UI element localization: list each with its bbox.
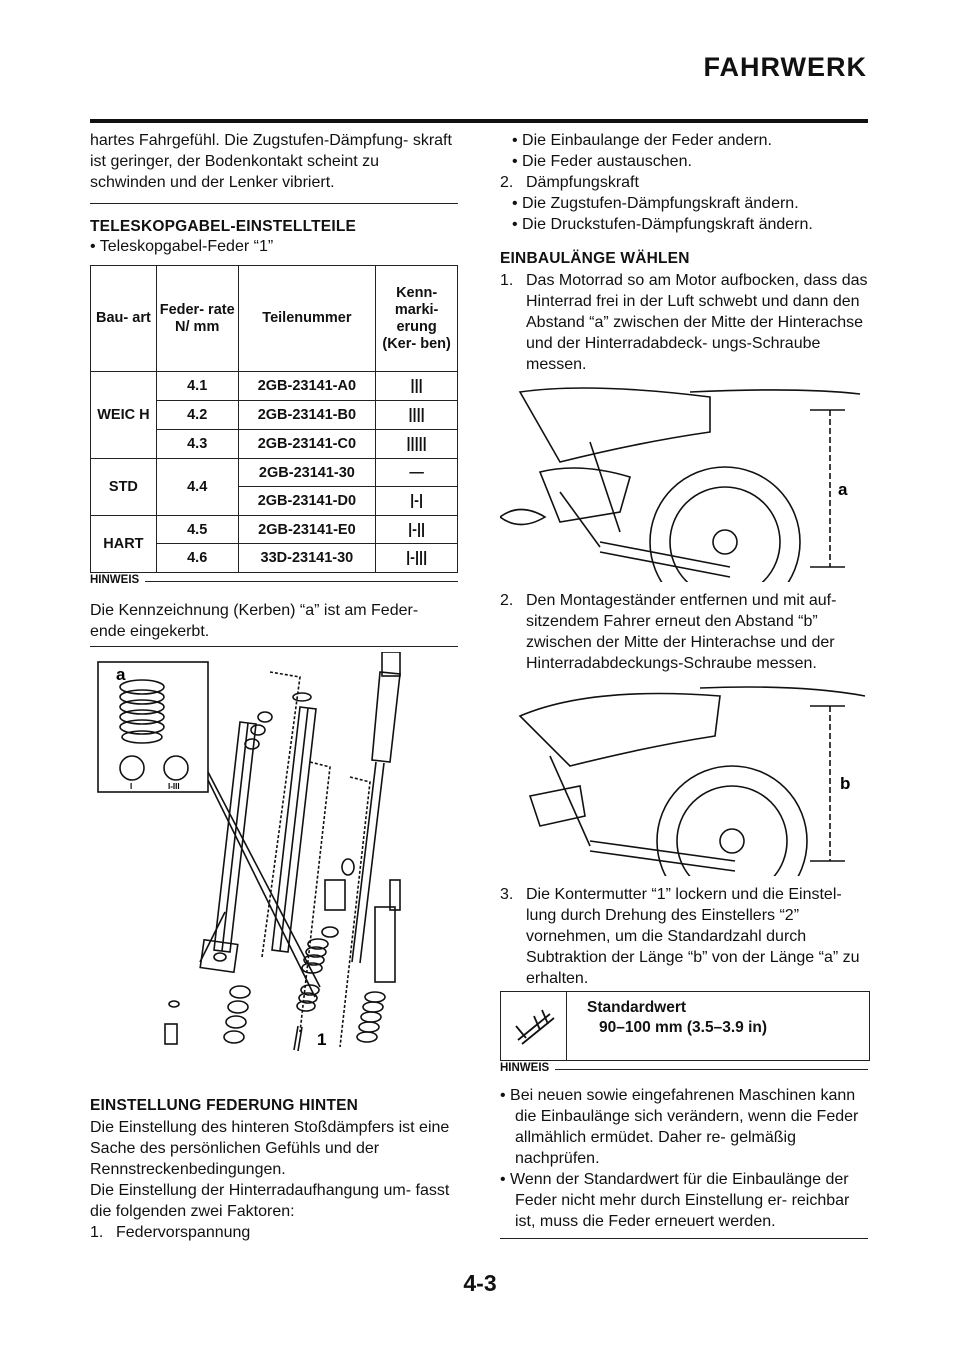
table-cell: 2GB-23141-A0	[237, 371, 377, 401]
list-item: • Wenn der Standardwert für die Einbaulä…	[500, 1171, 850, 1230]
header-rule	[90, 119, 868, 123]
figure-label-1: 1	[317, 1030, 326, 1049]
divider	[90, 646, 458, 647]
figure-label-a: a	[116, 665, 126, 684]
table-row: 4.2 2GB-23141-B0 ||||	[91, 400, 458, 430]
table-cell: STD	[90, 458, 157, 516]
table-cell: —	[375, 458, 458, 487]
table-cell: 4.4	[155, 458, 239, 516]
table-cell: 2GB-23141-D0	[237, 486, 377, 516]
list-item: 1. Federvorspannung	[90, 1224, 251, 1241]
table-cell: |-||	[375, 515, 458, 544]
table-cell: 4.2	[155, 400, 239, 430]
list-item: • Die Feder austauschen.	[512, 153, 692, 170]
table-cell: 4.1	[155, 371, 239, 401]
rear-paragraph-1: Die Einstellung des hinteren Stoßdämpfer…	[90, 1119, 450, 1178]
hinweis-text: Die Kennzeichnung (Kerben) “a” ist am Fe…	[90, 602, 419, 640]
table-row: 2GB-23141-D0 |-|	[91, 486, 458, 516]
page-number: 4-3	[463, 1270, 497, 1296]
measurement-figure-a: a	[500, 387, 861, 582]
list-item: 1. Das Motorrad so am Motor aufbocken, d…	[500, 272, 868, 373]
table-cell: |-|||	[375, 543, 458, 573]
section-heading-fork: TELESKOPGABEL-EINSTELLTEILE	[90, 218, 357, 235]
table-cell: WEIC H	[90, 371, 157, 459]
table-header: Feder- rate N/ mm	[155, 265, 239, 372]
standard-value-box: Standardwert 90–100 mm (3.5–3.9 in)	[500, 991, 870, 1061]
table-row: 4.6 33D-23141-30 |-|||	[91, 543, 458, 573]
right-top-list: • Die Einbaulange der Feder andern. • Di…	[500, 130, 868, 235]
hinweis-label: HINWEIS	[500, 1062, 868, 1074]
table-header: Teilenummer	[237, 265, 377, 372]
table-row: 4.3 2GB-23141-C0 |||||	[91, 429, 458, 459]
list-item: 2. Den Montageständer entfernen und mit …	[500, 592, 837, 672]
table-cell: |-|	[375, 486, 458, 516]
table-cell: 4.6	[155, 543, 239, 573]
caliper-icon	[501, 992, 567, 1060]
table-header: Bau- art	[90, 265, 157, 372]
divider	[90, 203, 458, 204]
table-header: Kenn- marki- erung (Ker- ben)	[375, 265, 458, 372]
table-row: WEIC H 4.1 2GB-23141-A0 |||	[90, 371, 458, 459]
hinweis-list: • Bei neuen sowie eingefahrenen Maschine…	[500, 1085, 868, 1232]
intro-paragraph: hartes Fahrgefühl. Die Zugstufen-Dämpfun…	[90, 132, 452, 191]
dimension-label-b: b	[840, 774, 850, 793]
section-heading-rear: EINSTELLUNG FEDERUNG HINTEN	[90, 1097, 359, 1114]
table-cell: 2GB-23141-B0	[237, 400, 377, 430]
table-row: STD 4.4 2GB-23141-30 —	[90, 458, 458, 516]
rear-paragraph-2: Die Einstellung der Hinterradaufhangung …	[90, 1182, 450, 1220]
hinweis-label: HINWEIS	[90, 574, 458, 586]
table-cell: 2GB-23141-30	[237, 458, 377, 487]
divider	[500, 1238, 868, 1239]
table-cell: 4.5	[155, 515, 239, 544]
table-cell: 33D-23141-30	[237, 543, 377, 573]
notch-mark-label: I-III	[168, 782, 180, 791]
table-cell: |||||	[375, 429, 458, 459]
table-cell: 4.3	[155, 429, 239, 459]
fork-spring-bullet: • Teleskopgabel-Feder “1”	[90, 238, 274, 255]
standard-value: 90–100 mm (3.5–3.9 in)	[599, 1019, 768, 1036]
list-item: • Die Zugstufen-Dämpfungskraft ändern.	[512, 195, 799, 212]
table-cell: 2GB-23141-C0	[237, 429, 377, 459]
list-item: 3. Die Kontermutter “1” lockern und die …	[500, 886, 860, 987]
table-cell: HART	[90, 515, 157, 573]
section-heading-length: EINBAULÄNGE WÄHLEN	[500, 250, 690, 267]
list-item: • Die Druckstufen-Dämpfungskraft ändern.	[512, 216, 813, 233]
list-item: 2. Dämpfungskraft	[500, 174, 639, 191]
list-item: • Bei neuen sowie eingefahrenen Maschine…	[500, 1087, 859, 1167]
table-row: HART 4.5 2GB-23141-E0 |-||	[90, 515, 458, 573]
dimension-label-a: a	[838, 480, 848, 499]
notch-mark-label: I	[130, 782, 132, 791]
page-title: FAHRWERK	[703, 52, 867, 82]
measurement-figure-b: b	[518, 686, 866, 876]
fork-exploded-diagram: a 1 I I-III	[97, 652, 401, 1052]
list-item: • Die Einbaulange der Feder andern.	[512, 132, 772, 149]
spring-spec-table: Bau- art Feder- rate N/ mm Teilenummer K…	[90, 265, 458, 573]
table-cell: ||||	[375, 400, 458, 430]
table-cell: |||	[375, 371, 458, 401]
table-cell: 2GB-23141-E0	[237, 515, 377, 544]
standard-label: Standardwert	[587, 999, 687, 1016]
